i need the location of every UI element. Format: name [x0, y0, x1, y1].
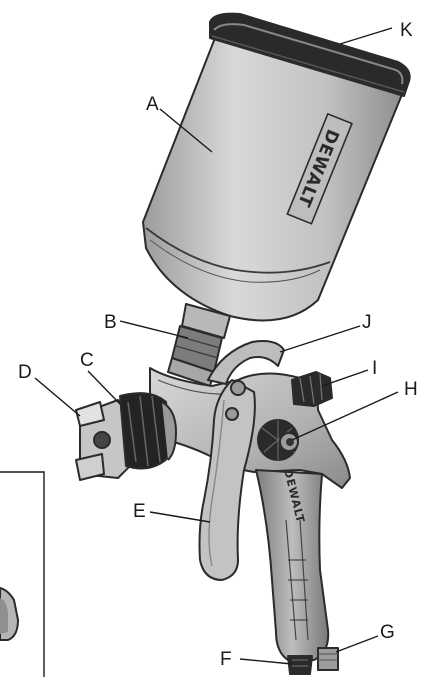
callout-d: D	[18, 362, 32, 383]
leader-f	[239, 658, 293, 665]
leader-a	[159, 108, 213, 153]
leader-k	[339, 27, 393, 45]
leader-c	[87, 370, 121, 405]
callout-k: K	[400, 20, 413, 41]
callout-b: B	[104, 312, 117, 333]
gun-hook	[207, 340, 285, 385]
callout-i: I	[372, 358, 377, 379]
callout-a: A	[146, 94, 159, 115]
air-inlet-fitting	[287, 655, 313, 675]
leader-g	[335, 635, 379, 653]
callout-j: J	[362, 312, 372, 333]
leader-b	[119, 320, 189, 339]
air-adjust-valve	[317, 647, 339, 671]
leader-j	[279, 325, 361, 353]
retaining-ring	[119, 392, 177, 470]
leader-d	[34, 377, 81, 417]
leader-h	[291, 391, 399, 441]
fan-pattern-knob	[257, 419, 299, 461]
gun-handle: DEWALT	[255, 468, 330, 661]
cup-lid	[209, 12, 411, 97]
callout-g: G	[380, 622, 395, 643]
callout-labels: K A B C D E F G H I J	[18, 20, 418, 670]
callout-e: E	[133, 501, 146, 522]
fluid-adjust-knob	[291, 371, 333, 407]
trigger	[198, 379, 256, 581]
callout-c: C	[80, 350, 94, 371]
leader-i	[321, 369, 369, 387]
callout-leaders	[34, 27, 399, 665]
leader-e	[149, 511, 211, 523]
callout-f: F	[220, 649, 232, 670]
air-cap	[75, 399, 135, 481]
callout-h: H	[404, 379, 418, 400]
inset-panel	[0, 471, 45, 677]
